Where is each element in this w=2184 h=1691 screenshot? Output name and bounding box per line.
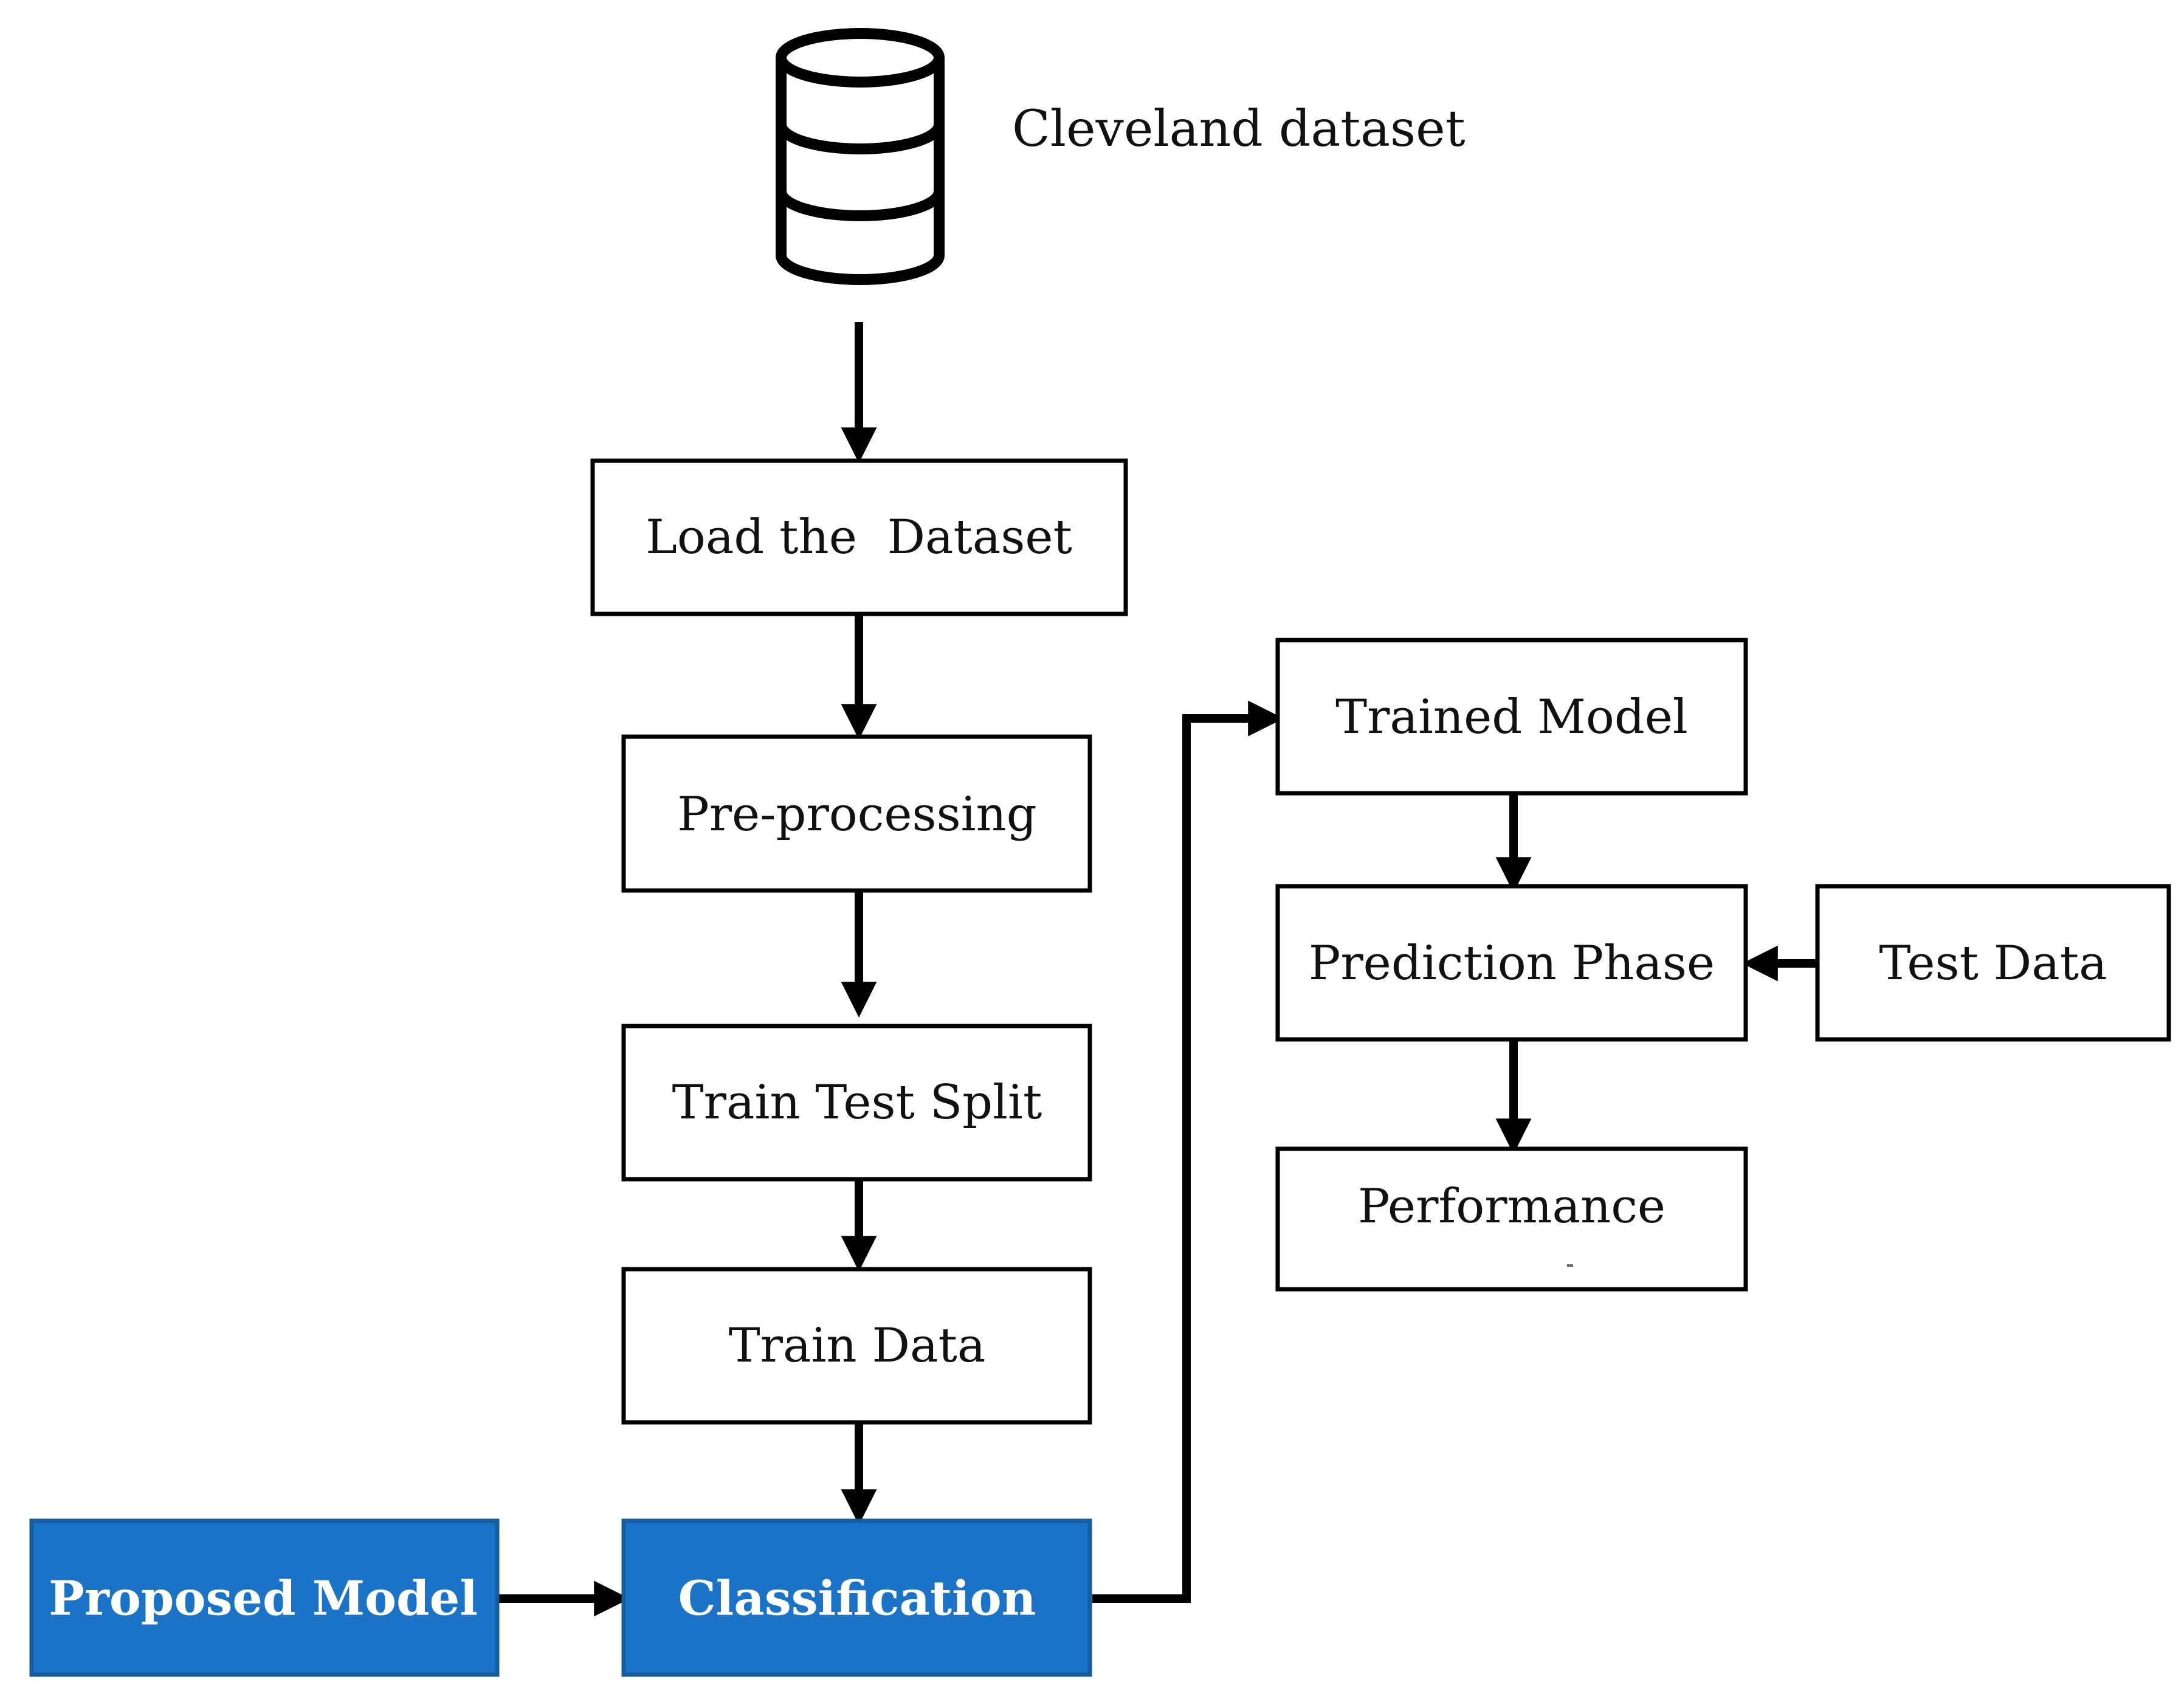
node-trained-model: Trained Model: [1275, 638, 1748, 796]
node-prediction-phase: Prediction Phase: [1275, 884, 1748, 1042]
node-load-dataset: Load the Dataset: [590, 458, 1128, 616]
node-test-data: Test Data: [1815, 884, 2171, 1042]
node-classification: Classification: [621, 1518, 1092, 1677]
node-train-test-split: Train Test Split: [621, 1024, 1092, 1182]
node-label: Performance: [1358, 1179, 1666, 1234]
node-label: Train Data: [729, 1318, 986, 1373]
node-train-data: Train Data: [621, 1267, 1092, 1425]
node-label: Classification: [678, 1571, 1036, 1627]
database-icon: [776, 28, 945, 285]
node-performance: Performance: [1275, 1146, 1748, 1292]
node-label: Proposed Model: [49, 1571, 478, 1627]
node-label: Trained Model: [1335, 690, 1688, 745]
node-label: Test Data: [1879, 936, 2107, 991]
node-preprocessing: Pre-processing: [621, 734, 1092, 893]
arrow-classification-to-trained-model: [1092, 700, 1284, 1603]
arrows: [498, 322, 1819, 1617]
node-proposed-model: Proposed Model: [29, 1518, 500, 1677]
node-label: Train Test Split: [672, 1075, 1042, 1130]
node-label: Prediction Phase: [1309, 936, 1715, 991]
dataset-label: Cleveland dataset: [1012, 100, 1466, 158]
node-label: Pre-processing: [677, 787, 1036, 842]
node-label: Load the Dataset: [646, 510, 1072, 565]
